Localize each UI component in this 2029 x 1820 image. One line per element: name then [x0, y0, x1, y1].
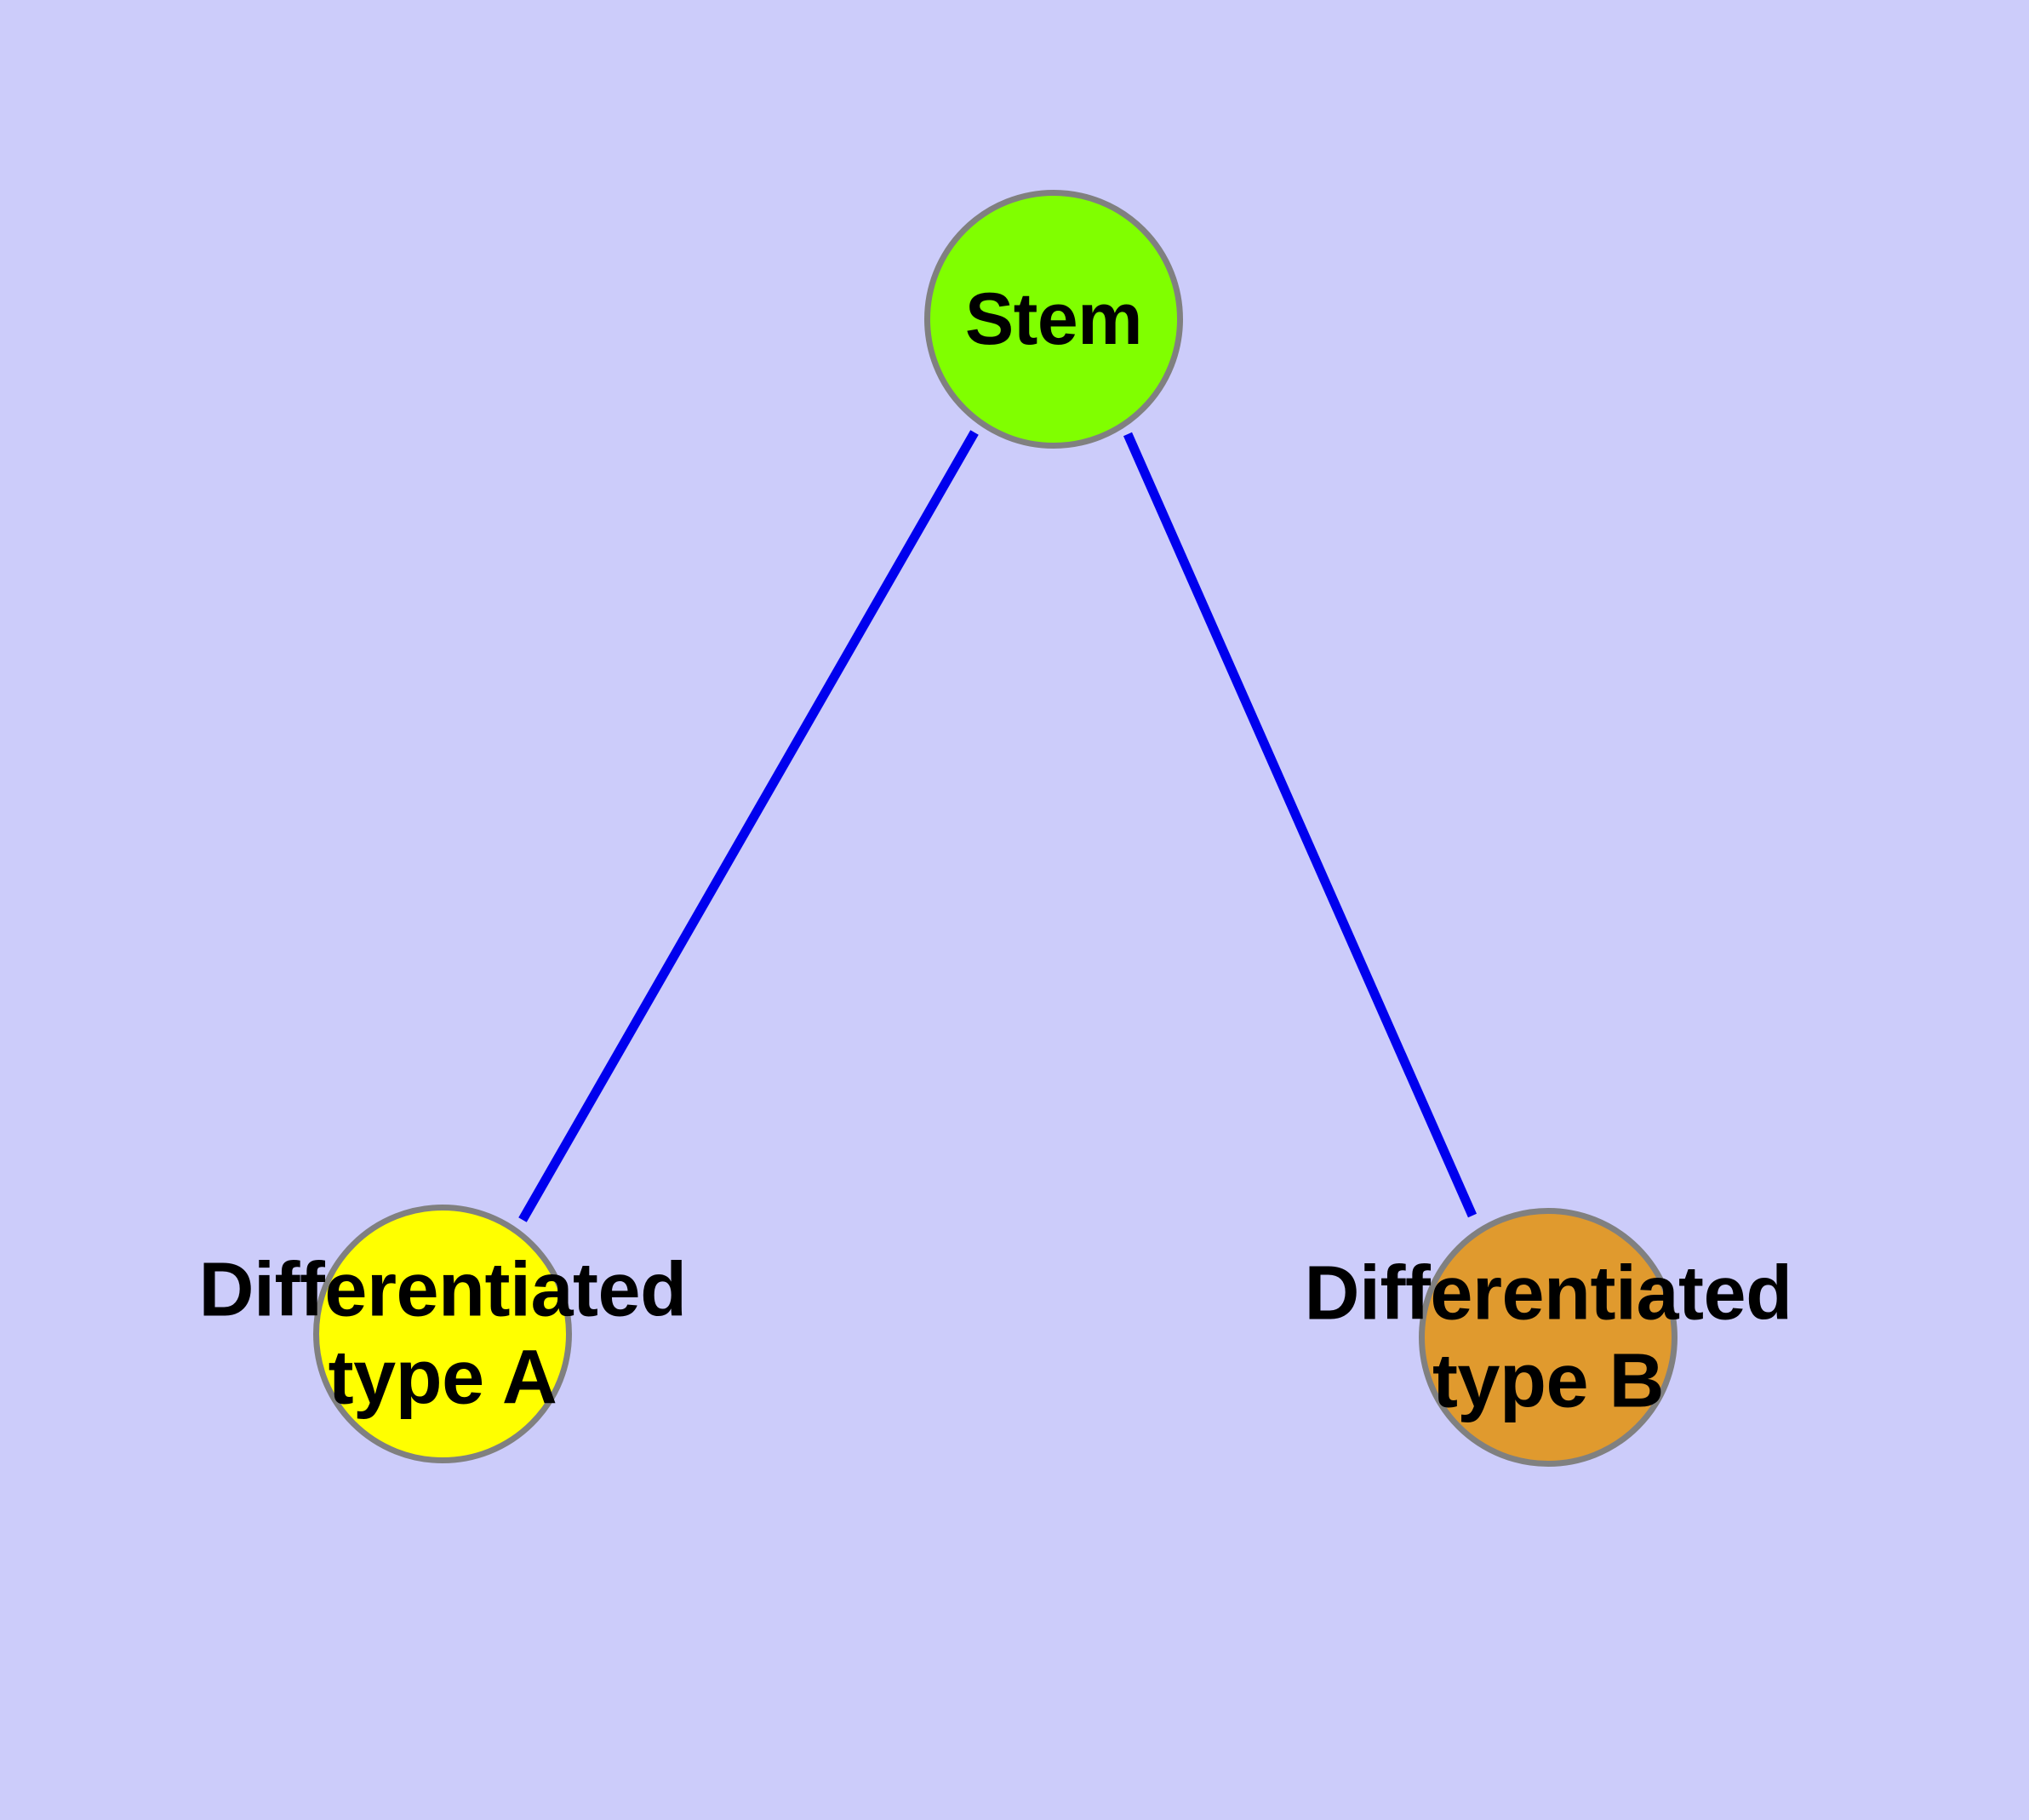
edge-stem-to-diff-a[interactable] [518, 430, 979, 1222]
edge-stem-to-diff-b[interactable] [1123, 432, 1477, 1218]
node-differentiated-type-b[interactable] [1419, 1208, 1677, 1467]
node-stem[interactable] [924, 190, 1183, 449]
node-differentiated-type-a[interactable] [313, 1205, 572, 1463]
